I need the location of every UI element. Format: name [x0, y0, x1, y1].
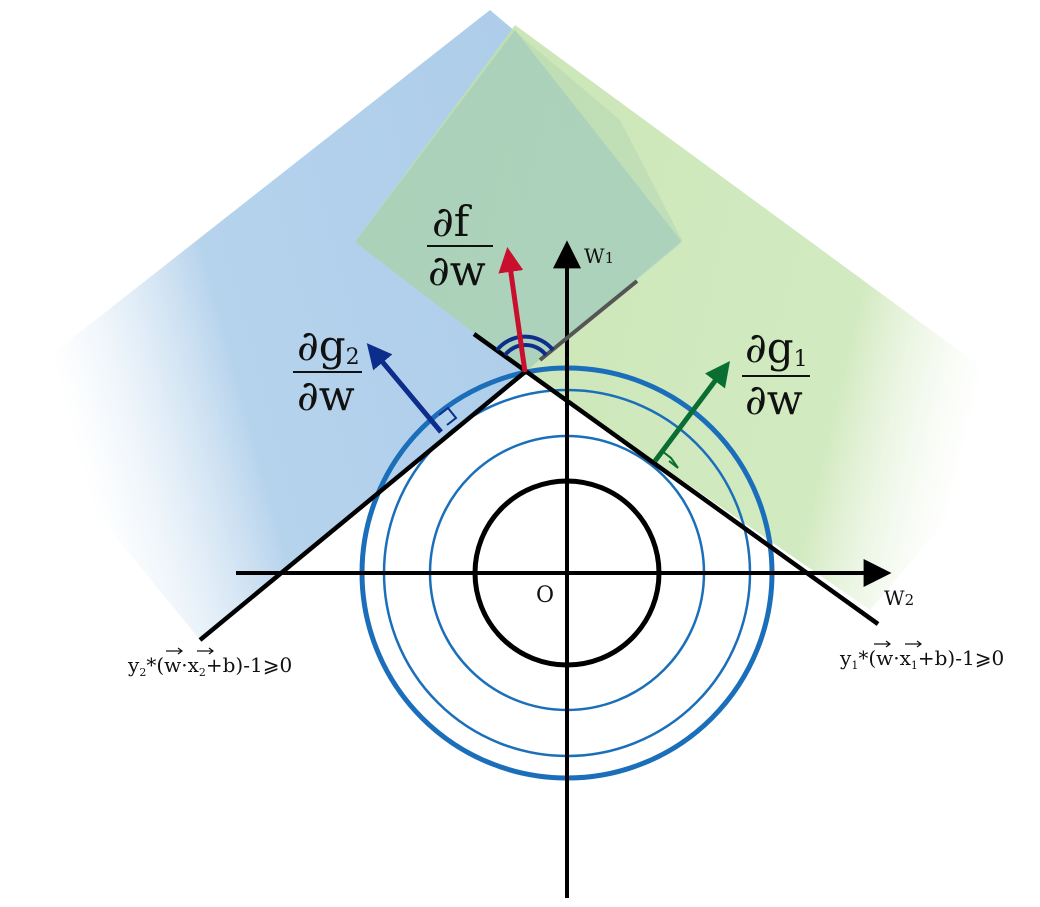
- right-angle-g1: [661, 450, 679, 469]
- gradient-g2-arrow: [366, 343, 443, 434]
- grad-g2-numerator: ∂g2: [297, 321, 360, 370]
- constraint-left-label: y2*(w·x2+b)-1⩾0: [127, 653, 292, 679]
- gradient-g1-arrow: [653, 361, 730, 463]
- grad-g1-numerator: ∂g1: [745, 323, 808, 372]
- angle-arc-outer: [495, 334, 555, 352]
- vector-arrow-x-left: [197, 647, 214, 655]
- axis-w2-label: W2: [884, 586, 914, 610]
- vector-arrow-w-right: [874, 640, 891, 648]
- grad-g2-denominator: ∂w: [297, 371, 355, 420]
- infeasible-wedge: [0, 372, 1040, 902]
- axis-w1-label: W1: [584, 244, 614, 268]
- angle-arc-inner: [503, 342, 548, 357]
- grad-f-denominator: ∂w: [428, 246, 486, 295]
- constraint-extension: [538, 279, 639, 362]
- overlap-region: [355, 30, 682, 372]
- constraint-right-label: y1*(w·x1+b)-1⩾0: [839, 646, 1004, 672]
- vector-arrow-x-right: [905, 640, 922, 648]
- gradient-f-arrow: [498, 247, 528, 373]
- vector-arrow-w-left: [166, 647, 183, 655]
- origin-label: O: [536, 583, 554, 608]
- grad-f-numerator: ∂f: [432, 197, 473, 246]
- constraint-line-right: [472, 332, 880, 626]
- right-angle-g2: [438, 406, 458, 426]
- grad-g1-denominator: ∂w: [745, 375, 803, 424]
- constraint-line-left: [198, 370, 527, 642]
